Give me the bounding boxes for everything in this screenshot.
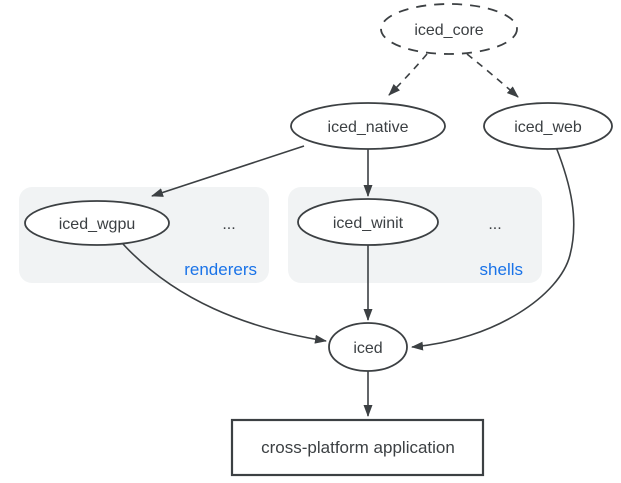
node-iced-winit-label: iced_winit [333, 215, 404, 232]
edge-iced-core-to-iced-native [388, 53, 428, 96]
edge-iced-wgpu-to-iced [122, 243, 327, 344]
node-iced-web [483, 102, 613, 150]
node-cross-platform-application [230, 418, 485, 477]
edge-iced-web-to-iced [411, 146, 575, 351]
node-iced-winit [297, 198, 439, 246]
node-iced-native [290, 102, 446, 150]
node-iced-wgpu-label: iced_wgpu [59, 216, 136, 233]
node-cross-platform-application-label: cross-platform application [261, 438, 455, 457]
node-iced-core [380, 3, 518, 55]
edge-iced-native-to-iced-wgpu [151, 145, 305, 197]
node-iced-wgpu [24, 200, 170, 246]
shells-group-label: shells [480, 260, 523, 279]
node-iced-native-label: iced_native [328, 119, 409, 136]
node-iced-core-label: iced_core [414, 22, 483, 39]
shells-ellipsis: ... [488, 216, 501, 233]
node-iced [328, 322, 408, 372]
node-iced-web-label: iced_web [514, 119, 582, 136]
renderers-group-label: renderers [184, 260, 257, 279]
edge-iced-core-to-iced-web [466, 53, 519, 98]
renderers-ellipsis: ... [222, 216, 235, 233]
node-iced-label: iced [353, 340, 382, 357]
